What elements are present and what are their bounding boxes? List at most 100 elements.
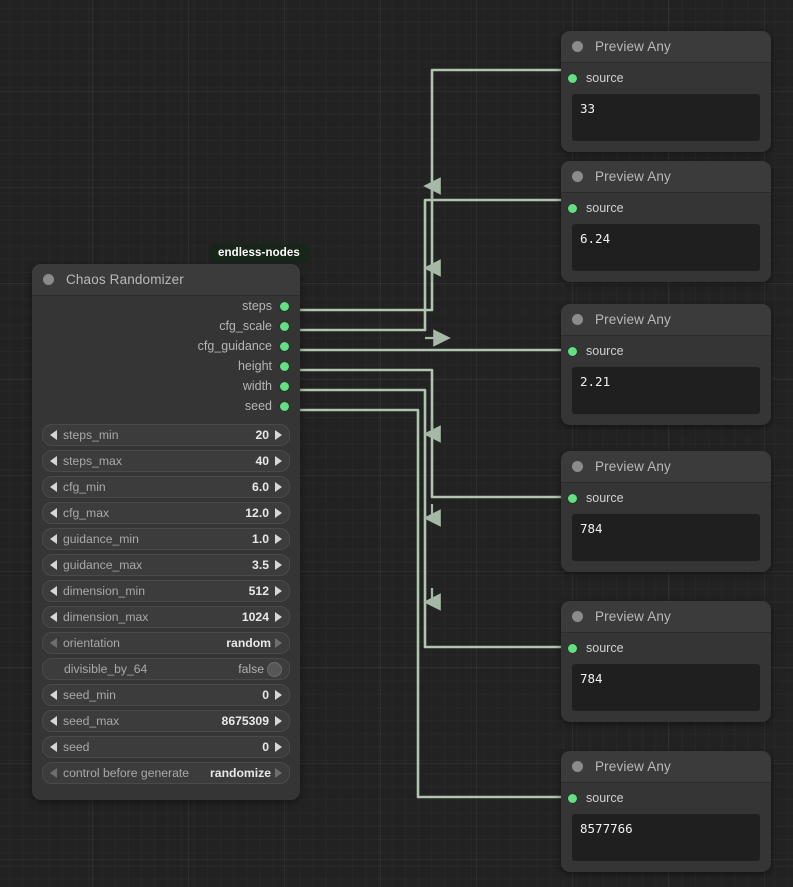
widget-decrement-icon[interactable] bbox=[50, 508, 57, 518]
node-header[interactable]: Chaos Randomizer bbox=[32, 264, 300, 296]
widget-value[interactable]: 0 bbox=[262, 688, 269, 702]
collapse-toggle-icon[interactable] bbox=[572, 611, 583, 622]
port-dot-icon[interactable] bbox=[568, 793, 577, 803]
widget-increment-icon[interactable] bbox=[275, 456, 282, 466]
widget-value[interactable]: 20 bbox=[255, 428, 269, 442]
widget-decrement-icon[interactable] bbox=[50, 768, 57, 778]
input-port-source[interactable]: source bbox=[561, 336, 771, 366]
widget-value[interactable]: 1.0 bbox=[252, 532, 269, 546]
port-dot-icon[interactable] bbox=[568, 346, 577, 356]
widget-increment-icon[interactable] bbox=[275, 482, 282, 492]
port-dot-icon[interactable] bbox=[280, 301, 289, 311]
output-port-height[interactable]: height bbox=[32, 356, 300, 376]
widget-increment-icon[interactable] bbox=[275, 586, 282, 596]
node-header[interactable]: Preview Any bbox=[561, 304, 771, 336]
widget-increment-icon[interactable] bbox=[275, 638, 282, 648]
output-port-cfg-scale[interactable]: cfg_scale bbox=[32, 316, 300, 336]
widget-decrement-icon[interactable] bbox=[50, 612, 57, 622]
widget-increment-icon[interactable] bbox=[275, 560, 282, 570]
widget-increment-icon[interactable] bbox=[275, 430, 282, 440]
widget-increment-icon[interactable] bbox=[275, 716, 282, 726]
output-port-seed[interactable]: seed bbox=[32, 396, 300, 416]
widget-value[interactable]: 8675309 bbox=[221, 714, 269, 728]
widget-increment-icon[interactable] bbox=[275, 508, 282, 518]
input-port-source[interactable]: source bbox=[561, 783, 771, 813]
widget-value[interactable]: 1024 bbox=[241, 610, 269, 624]
widget-decrement-icon[interactable] bbox=[50, 742, 57, 752]
node-header[interactable]: Preview Any bbox=[561, 751, 771, 783]
widget-decrement-icon[interactable] bbox=[50, 638, 57, 648]
collapse-toggle-icon[interactable] bbox=[43, 274, 54, 285]
port-dot-icon[interactable] bbox=[568, 493, 577, 503]
port-dot-icon[interactable] bbox=[280, 361, 289, 371]
collapse-toggle-icon[interactable] bbox=[572, 41, 583, 52]
widget-value[interactable]: 6.0 bbox=[252, 480, 269, 494]
node-header[interactable]: Preview Any bbox=[561, 601, 771, 633]
widget-decrement-icon[interactable] bbox=[50, 534, 57, 544]
toggle-knob-icon[interactable] bbox=[267, 661, 282, 677]
widget-decrement-icon[interactable] bbox=[50, 482, 57, 492]
output-port-width[interactable]: width bbox=[32, 376, 300, 396]
widget-increment-icon[interactable] bbox=[275, 690, 282, 700]
collapse-toggle-icon[interactable] bbox=[572, 314, 583, 325]
widget-value[interactable]: 3.5 bbox=[252, 558, 269, 572]
widget-value[interactable]: 512 bbox=[248, 584, 269, 598]
widget-value[interactable]: 12.0 bbox=[245, 506, 269, 520]
output-port-steps[interactable]: steps bbox=[32, 296, 300, 316]
input-port-source[interactable]: source bbox=[561, 63, 771, 93]
collapse-toggle-icon[interactable] bbox=[572, 761, 583, 772]
port-dot-icon[interactable] bbox=[280, 321, 289, 331]
widget-decrement-icon[interactable] bbox=[50, 560, 57, 570]
widget-value[interactable]: random bbox=[226, 636, 271, 650]
port-dot-icon[interactable] bbox=[280, 401, 289, 411]
input-port-source[interactable]: source bbox=[561, 193, 771, 223]
node-header[interactable]: Preview Any bbox=[561, 161, 771, 193]
collapse-toggle-icon[interactable] bbox=[572, 171, 583, 182]
widget-value[interactable]: 40 bbox=[255, 454, 269, 468]
widget-decrement-icon[interactable] bbox=[50, 690, 57, 700]
widget-value[interactable]: 0 bbox=[262, 740, 269, 754]
input-port-source[interactable]: source bbox=[561, 483, 771, 513]
node-header[interactable]: Preview Any bbox=[561, 451, 771, 483]
widget-decrement-icon[interactable] bbox=[50, 586, 57, 596]
collapse-toggle-icon[interactable] bbox=[572, 461, 583, 472]
input-port-source[interactable]: source bbox=[561, 633, 771, 663]
widget-increment-icon[interactable] bbox=[275, 534, 282, 544]
output-port-cfg-guidance[interactable]: cfg_guidance bbox=[32, 336, 300, 356]
widget-value[interactable]: randomize bbox=[210, 766, 271, 780]
widget-decrement-icon[interactable] bbox=[50, 456, 57, 466]
widget-decrement-icon[interactable] bbox=[50, 716, 57, 726]
port-dot-icon[interactable] bbox=[280, 381, 289, 391]
node-header[interactable]: Preview Any bbox=[561, 31, 771, 63]
widget-decrement-icon[interactable] bbox=[50, 430, 57, 440]
widget-increment-icon[interactable] bbox=[275, 768, 282, 778]
port-dot-icon[interactable] bbox=[568, 73, 577, 83]
port-dot-icon[interactable] bbox=[568, 643, 577, 653]
port-dot-icon[interactable] bbox=[280, 341, 289, 351]
widget-increment-icon[interactable] bbox=[275, 612, 282, 622]
widget-increment-icon[interactable] bbox=[275, 742, 282, 752]
port-dot-icon[interactable] bbox=[568, 203, 577, 213]
